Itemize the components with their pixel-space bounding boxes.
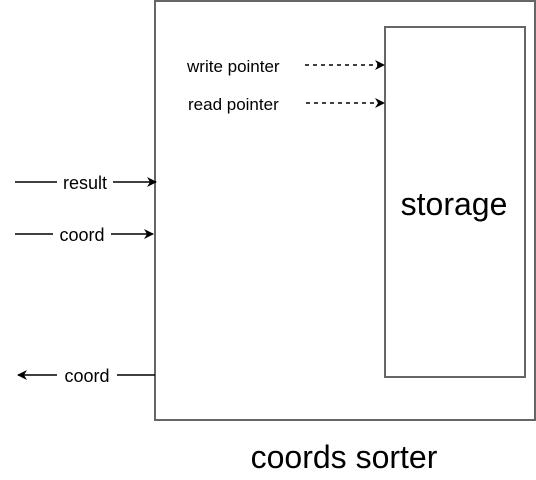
coord-input-label-bg: [53, 224, 111, 244]
coord-input-label: coord: [59, 225, 104, 245]
coord-output-label-bg: [57, 365, 117, 385]
read-pointer-label: read pointer: [188, 95, 279, 114]
write-pointer-label: write pointer: [186, 57, 280, 76]
coords-sorter-title: coords sorter: [251, 439, 438, 475]
storage-label: storage: [401, 186, 508, 222]
result-input-label: result: [63, 173, 107, 193]
storage-block: [384, 26, 526, 378]
result-label-bg: [57, 172, 113, 192]
coord-output-label: coord: [64, 366, 109, 386]
